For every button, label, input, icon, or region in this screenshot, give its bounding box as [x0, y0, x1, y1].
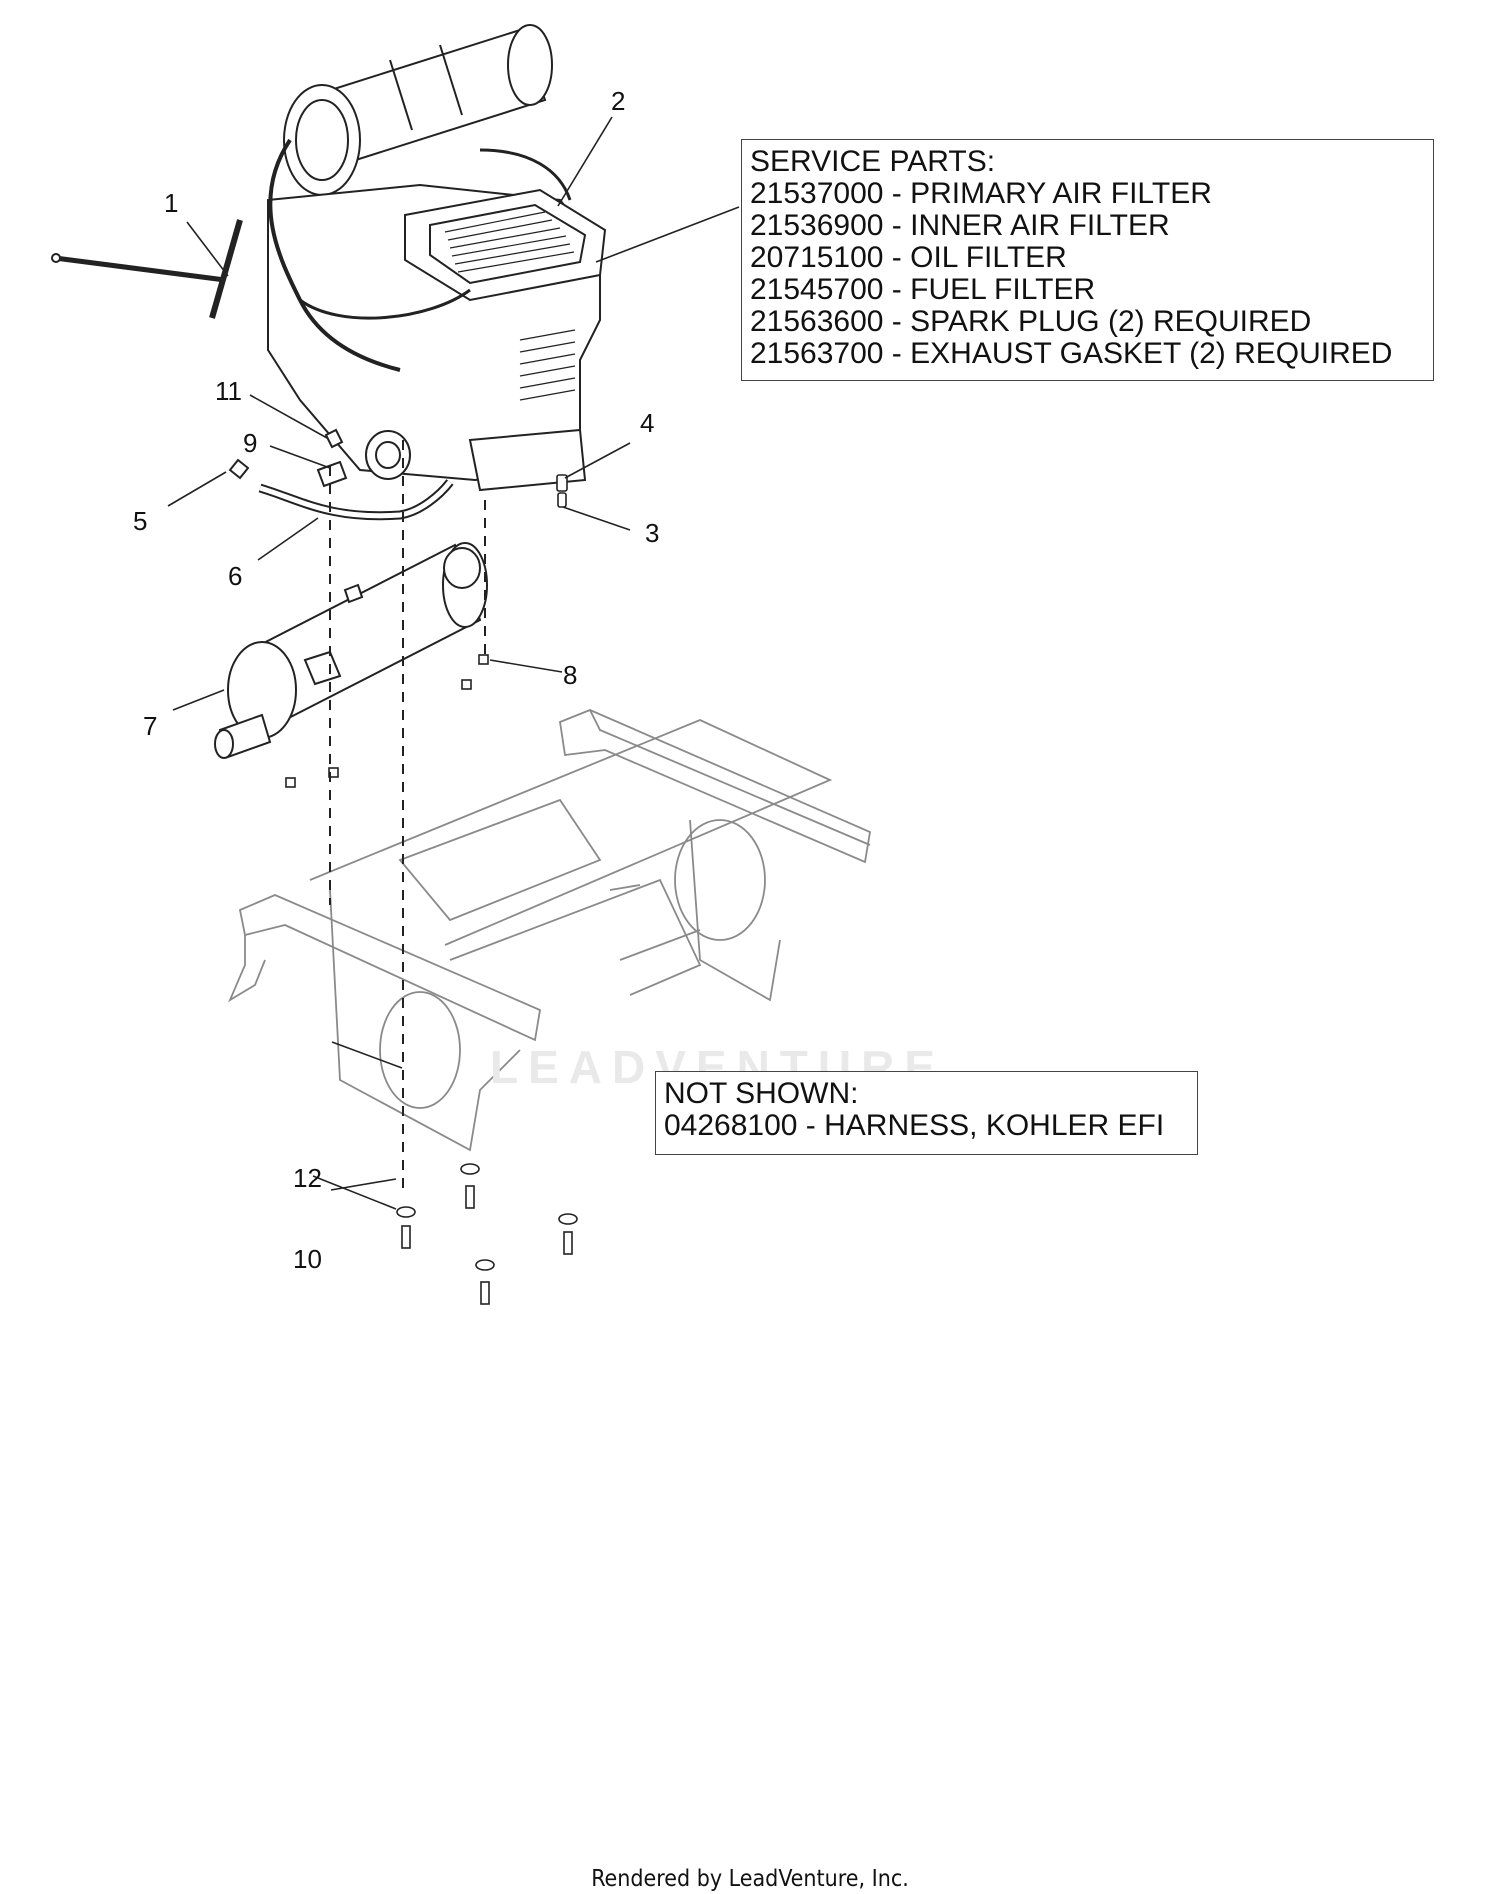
- not-shown-heading: NOT SHOWN:: [664, 1077, 859, 1110]
- service-part-line: 21563600 - SPARK PLUG (2) REQUIRED: [750, 305, 1312, 338]
- callout-labels: 1 2 3 4 5 6 7 8 9 10 11 12: [133, 86, 659, 1274]
- callout-6: 6: [228, 561, 242, 591]
- service-parts-heading: SERVICE PARTS:: [750, 145, 996, 178]
- engine-assembly: [267, 24, 607, 492]
- not-shown-line: 04268100 - HARNESS, KOHLER EFI: [664, 1109, 1165, 1142]
- dipstick: [51, 219, 243, 319]
- callout-12: 12: [293, 1163, 322, 1193]
- callout-8: 8: [563, 660, 577, 690]
- service-part-line: 21563700 - EXHAUST GASKET (2) REQUIRED: [750, 337, 1393, 370]
- callout-2: 2: [611, 86, 625, 116]
- service-parts-panel: SERVICE PARTS: 21537000 - PRIMARY AIR FI…: [741, 139, 1434, 381]
- chassis-frame: [228, 709, 872, 1152]
- callout-11: 11: [215, 376, 242, 406]
- callout-3: 3: [645, 518, 659, 548]
- service-part-line: 21545700 - FUEL FILTER: [750, 273, 1096, 306]
- callout-5: 5: [133, 506, 147, 536]
- callout-9: 9: [243, 428, 257, 458]
- callout-1: 1: [164, 188, 178, 218]
- not-shown-panel: NOT SHOWN: 04268100 - HARNESS, KOHLER EF…: [655, 1071, 1198, 1155]
- muffler: [214, 542, 488, 759]
- service-part-line: 21537000 - PRIMARY AIR FILTER: [750, 177, 1212, 210]
- service-part-line: 21536900 - INNER AIR FILTER: [750, 209, 1170, 242]
- hardware: [285, 474, 578, 1305]
- footer-credit: Rendered by LeadVenture, Inc.: [591, 1866, 909, 1892]
- fuel-line-parts: [228, 428, 454, 521]
- service-part-line: 20715100 - OIL FILTER: [750, 241, 1067, 274]
- leader-lines: [167, 116, 740, 1210]
- callout-4: 4: [640, 408, 654, 438]
- callout-7: 7: [143, 711, 157, 741]
- callout-10: 10: [293, 1244, 322, 1274]
- alignment-dashes: [329, 440, 486, 1190]
